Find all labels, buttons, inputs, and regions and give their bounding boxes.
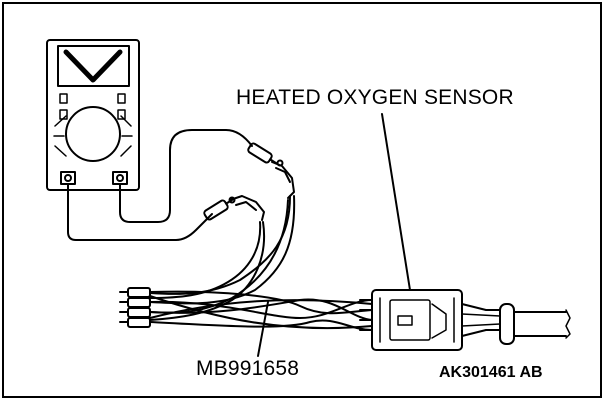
jack-hole-com	[64, 174, 72, 182]
volt-symbol-icon	[63, 49, 123, 83]
figure-code-suffix: AB	[519, 364, 543, 381]
cable-grommet	[499, 303, 515, 345]
bundle-wire-a	[149, 290, 373, 315]
heated-oxygen-sensor-label: HEATED OXYGEN SENSOR	[236, 86, 514, 109]
meter-button-right-top	[117, 93, 126, 104]
bundle-wire-d	[149, 319, 373, 331]
bundle-wire-f	[149, 299, 373, 319]
harness-bundle	[119, 195, 373, 331]
branch-wire-5	[149, 221, 265, 321]
connector-body	[371, 289, 463, 351]
bundle-wire-e	[149, 295, 373, 330]
figure-border	[2, 2, 602, 398]
test-leads	[67, 129, 295, 241]
test-harness-part-number: MB991658	[196, 357, 300, 380]
meter-jack-com	[60, 171, 76, 185]
meter-button-right-bottom	[117, 109, 126, 120]
harness-end-pins	[119, 287, 151, 328]
sensor-cable-sheath	[513, 311, 567, 337]
jack-hole-volt	[116, 174, 124, 182]
test-clip-upper	[271, 159, 295, 199]
test-clip-lower	[228, 195, 265, 221]
sensor-connector	[359, 289, 463, 351]
bundle-wire-b	[149, 299, 373, 319]
sensor-cable	[461, 303, 571, 345]
sensor-leader-line	[381, 113, 411, 291]
branch-wire-3	[149, 199, 289, 314]
lead-black	[67, 183, 213, 241]
lead-red	[119, 129, 253, 223]
sensor-wire-top	[461, 303, 501, 311]
dial-tick-marks	[53, 115, 133, 157]
branch-wire-4	[149, 221, 262, 299]
cable-break-mark	[565, 309, 571, 339]
figure-code-number: AK301461	[439, 364, 516, 381]
connector-latch	[431, 303, 447, 339]
connector-lock	[397, 315, 413, 326]
sensor-wire-bottom	[461, 329, 501, 337]
connector-face	[389, 299, 431, 341]
branch-wire-1	[149, 195, 291, 295]
meter-display	[57, 45, 130, 87]
meter-body	[46, 39, 140, 191]
meter-jack-volt	[112, 171, 128, 185]
meter-button-left-top	[59, 93, 68, 104]
voltmeter	[46, 39, 140, 191]
selector-dial	[65, 106, 121, 162]
tool-leader-line	[257, 301, 269, 357]
